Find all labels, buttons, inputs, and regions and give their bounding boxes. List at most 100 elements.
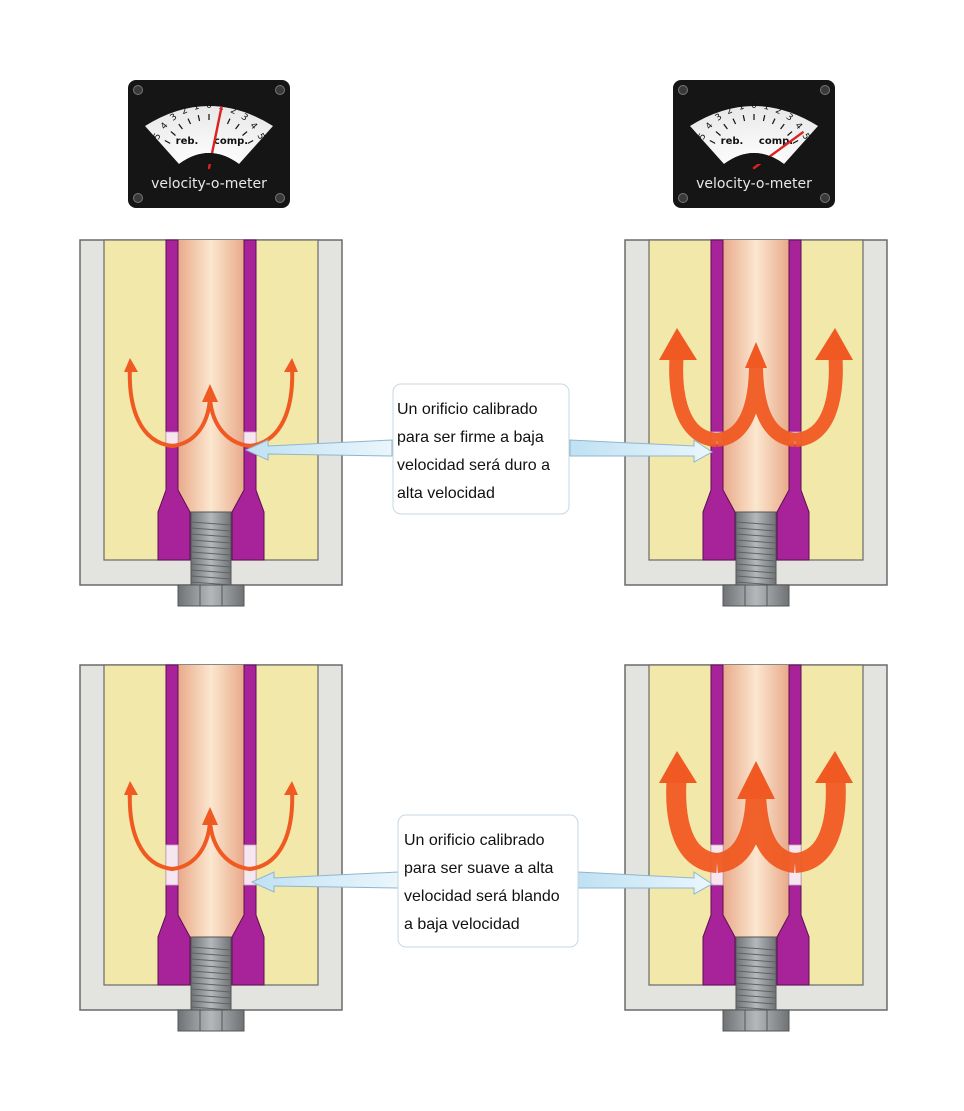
bolt-thread [735, 539, 777, 544]
meter-scale-number: 3 [239, 112, 250, 123]
tube-wall-left [702, 664, 736, 986]
meter-tick [197, 115, 201, 122]
meter-scale-number: 4 [793, 121, 805, 132]
flow-arrowhead [124, 358, 138, 372]
orifice-left [165, 844, 179, 886]
bolt-thread [190, 545, 232, 550]
meter-scale-number: 2 [180, 106, 189, 117]
meter-dial-face [690, 106, 818, 164]
flow-arrow-icon [669, 349, 719, 447]
bolt-thread [190, 521, 232, 526]
meter-scale-number: 2 [229, 106, 238, 117]
meter-label-compression: comp. [759, 136, 793, 147]
meter-tick [771, 118, 776, 125]
flow-arrow-icon [127, 787, 174, 871]
flow-arrowhead [745, 342, 767, 368]
meter-tick [187, 118, 192, 125]
bolt-thread [735, 545, 777, 550]
tube-wall-right [231, 239, 265, 561]
meter-scale-number: 2 [725, 106, 734, 117]
meter-tick [170, 131, 176, 136]
bolt-thread [190, 533, 232, 538]
meter-label-rebound: reb. [176, 136, 199, 147]
bolt-thread [190, 994, 232, 999]
meter-tick [732, 118, 737, 125]
meter-tick [715, 131, 721, 136]
bolt-nut-icon [177, 584, 245, 607]
meter-tick [787, 131, 793, 136]
meter-scale-number: 4 [248, 121, 260, 132]
tube-wall-left [702, 239, 736, 561]
flow-arrowhead [124, 781, 138, 795]
meter-scale-number: 1 [763, 102, 771, 113]
flow-arrowhead [815, 328, 853, 360]
screw-icon [275, 193, 285, 203]
bolt-thread [735, 533, 777, 538]
meter-dial-face [145, 106, 273, 164]
bolt-thread [190, 569, 232, 574]
meter-tick [723, 123, 728, 130]
meter-scale-number: 5 [152, 132, 164, 142]
callout-arrow-left [244, 439, 393, 461]
meter-label-compression: comp. [214, 136, 248, 147]
meter-brand: velocity-o-meter [696, 176, 812, 192]
meter-scale-number: 5 [799, 132, 811, 142]
callout-box-bottom [397, 814, 579, 948]
meter-tick [762, 115, 766, 122]
callout-top-line-4: alta velocidad [397, 485, 495, 502]
callout-top-line-1: Un orificio calibrado [397, 401, 538, 418]
meter-brand: velocity-o-meter [151, 176, 267, 192]
bolt-thread [190, 946, 232, 951]
flow-arrow-icon [666, 772, 719, 873]
meter-scale-number: 1 [193, 102, 201, 113]
bolt-thread [190, 563, 232, 568]
flow-arrowhead [284, 781, 298, 795]
flow-arrow-icon [248, 787, 295, 871]
bolt-thread [190, 964, 232, 969]
flow-arrowhead [202, 807, 218, 825]
tube-wall-left [157, 239, 191, 561]
bolt-thread [190, 952, 232, 957]
bolt-thread [735, 988, 777, 993]
screw-icon [820, 85, 830, 95]
bolt-thread [735, 563, 777, 568]
bolt-nut-icon [177, 1009, 245, 1032]
meter-tick [709, 139, 716, 144]
bolt-thread [735, 976, 777, 981]
bolt-thread [190, 970, 232, 975]
meter-scale-number: 1 [738, 102, 746, 113]
callout-bottom-line-3: velocidad será blando [404, 888, 560, 905]
meter-scale-number: 3 [714, 112, 725, 123]
flow-arrowhead [659, 751, 697, 783]
meter-scale-number: 4 [704, 121, 716, 132]
damper-bottom-right [624, 664, 888, 1032]
tube-wall-right [776, 664, 810, 986]
bolt-thread [190, 976, 232, 981]
flow-arrow-icon [793, 772, 846, 873]
tube-wall-left [157, 664, 191, 986]
bolt-thread [735, 575, 777, 580]
meter-scale-number: 3 [169, 112, 180, 123]
bolt-thread [735, 982, 777, 987]
callout-arrow-right-2 [577, 871, 713, 895]
meter-tick [247, 139, 254, 144]
bolt-thread [735, 1000, 777, 1005]
flow-arrowhead [815, 751, 853, 783]
bolt-thread [735, 551, 777, 556]
meter-scale-number: 5 [254, 132, 266, 142]
callout-arrow-right [569, 439, 713, 463]
orifice-right [243, 431, 257, 445]
bolt-thread [735, 521, 777, 526]
callout-top-line-3: velocidad será duro a [397, 457, 550, 474]
screw-icon [133, 193, 143, 203]
callout-box-top [392, 383, 570, 515]
meter-tick [742, 115, 746, 122]
bolt-thread [735, 569, 777, 574]
damper-top-left [79, 239, 343, 607]
flow-arrowhead [659, 328, 697, 360]
bolt-thread [735, 557, 777, 562]
bolt-thread [190, 982, 232, 987]
